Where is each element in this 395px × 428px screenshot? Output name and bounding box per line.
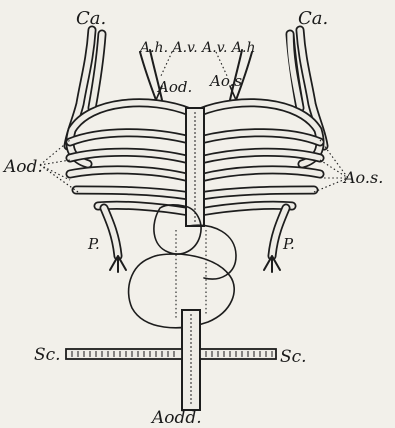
label-ah-av: A.h. A.v. A.v. A.h [138, 40, 255, 56]
label-p-left: P. [87, 235, 100, 253]
label-aod-left: Aod. [2, 157, 43, 177]
dorsal-aorta [182, 310, 200, 410]
label-p-right: P. [282, 235, 295, 253]
label-aodd-bottom: Aodd. [150, 408, 202, 428]
left-aortic-arches [70, 103, 190, 212]
left-pulmonary-artery [104, 208, 126, 272]
label-ca-right: Ca. [298, 8, 328, 29]
label-sc-right: Sc. [280, 347, 307, 367]
label-aos-right: Ao.s. [342, 168, 383, 187]
right-aortic-arches [200, 103, 320, 212]
label-aos-top: Ao.s [208, 72, 242, 90]
label-aod-top: Aod. [156, 78, 192, 96]
label-ca-left: Ca. [76, 8, 106, 29]
subclavian-arteries [66, 349, 276, 359]
label-sc-left: Sc. [34, 345, 61, 365]
ventral-aorta [186, 108, 204, 226]
